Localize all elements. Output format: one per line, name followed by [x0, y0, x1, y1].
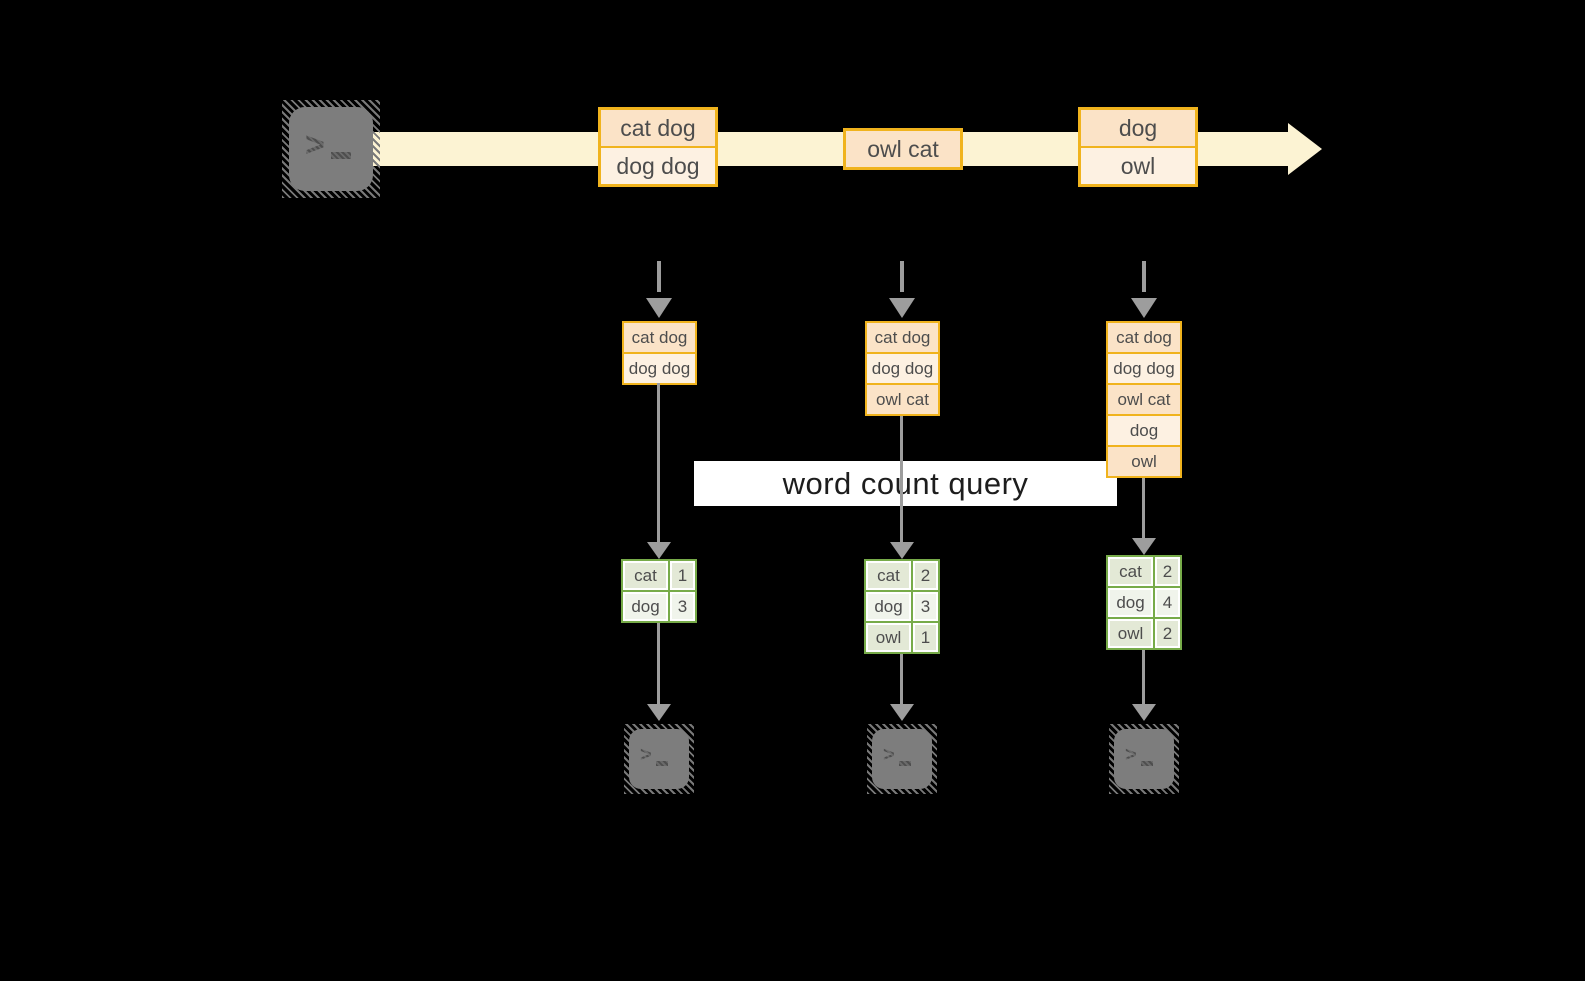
- stream-event-box-1: cat dog dog dog: [598, 107, 718, 187]
- count-cell: 1: [913, 623, 938, 652]
- trigger-arrow-dash: [900, 261, 904, 292]
- terminal-screen: >: [872, 729, 932, 789]
- buffer-row: owl cat: [1108, 385, 1180, 414]
- output-arrow-line: [1142, 650, 1145, 704]
- input-buffer-1: cat dog dog dog: [622, 321, 697, 385]
- word-cell: dog: [623, 592, 668, 621]
- event-line: owl: [1081, 148, 1195, 184]
- terminal-screen: >: [1114, 729, 1174, 789]
- stream-event-box-2: owl cat: [843, 128, 963, 170]
- terminal-cursor-icon: [898, 760, 911, 766]
- terminal-prompt: >: [1125, 743, 1137, 766]
- word-cell: owl: [1108, 619, 1153, 648]
- word-cell: cat: [623, 561, 668, 590]
- trigger-arrow-dash: [1142, 261, 1146, 292]
- count-cell: 3: [670, 592, 695, 621]
- count-cell: 2: [1155, 619, 1180, 648]
- count-cell: 2: [913, 561, 938, 590]
- output-arrowhead-icon: [890, 704, 914, 721]
- output-arrow-line: [900, 654, 903, 704]
- buffer-row: dog dog: [867, 354, 938, 383]
- word-cell: cat: [866, 561, 911, 590]
- terminal-screen: >: [629, 729, 689, 789]
- buffer-row: dog: [1108, 416, 1180, 445]
- trigger-arrow-dash: [657, 261, 661, 292]
- query-arrowhead-icon: [890, 542, 914, 559]
- count-cell: 1: [670, 561, 695, 590]
- terminal-prompt: >: [640, 743, 652, 766]
- buffer-row: owl cat: [867, 385, 938, 414]
- buffer-row: cat dog: [1108, 323, 1180, 352]
- input-buffer-2: cat dog dog dog owl cat: [865, 321, 940, 416]
- output-terminal-icon: >: [867, 724, 937, 794]
- count-cell: 4: [1155, 588, 1180, 617]
- buffer-row: owl: [1108, 447, 1180, 476]
- trigger-arrowhead-icon: [1131, 298, 1157, 318]
- word-cell: dog: [1108, 588, 1153, 617]
- output-terminal-icon: >: [1109, 724, 1179, 794]
- terminal-cursor-icon: [330, 151, 351, 159]
- terminal-cursor-icon: [1140, 760, 1153, 766]
- output-arrowhead-icon: [1132, 704, 1156, 721]
- stream-event-box-3: dog owl: [1078, 107, 1198, 187]
- output-terminal-icon: >: [624, 724, 694, 794]
- query-arrow-line: [900, 416, 903, 543]
- stream-arrowhead-icon: [1288, 123, 1322, 175]
- word-cell: cat: [1108, 557, 1153, 586]
- query-arrowhead-icon: [647, 542, 671, 559]
- query-arrowhead-icon: [1132, 538, 1156, 555]
- word-cell: dog: [866, 592, 911, 621]
- count-cell: 3: [913, 592, 938, 621]
- query-arrow-line: [657, 383, 660, 543]
- result-table-3: cat 2 dog 4 owl 2: [1106, 555, 1182, 650]
- input-buffer-3: cat dog dog dog owl cat dog owl: [1106, 321, 1182, 478]
- event-line: dog dog: [601, 148, 715, 184]
- event-line: dog: [1081, 110, 1195, 146]
- output-arrow-line: [657, 623, 660, 704]
- count-cell: 2: [1155, 557, 1180, 586]
- query-label: word count query: [782, 465, 1029, 501]
- word-cell: owl: [866, 623, 911, 652]
- terminal-cursor-icon: [655, 760, 668, 766]
- buffer-row: cat dog: [624, 323, 695, 352]
- buffer-row: dog dog: [1108, 354, 1180, 383]
- terminal-prompt: >: [305, 125, 325, 164]
- terminal-screen: >: [289, 107, 373, 191]
- output-arrowhead-icon: [647, 704, 671, 721]
- result-table-1: cat 1 dog 3: [621, 559, 697, 623]
- buffer-row: cat dog: [867, 323, 938, 352]
- event-line: cat dog: [601, 110, 715, 146]
- trigger-arrowhead-icon: [889, 298, 915, 318]
- terminal-prompt: >: [883, 743, 895, 766]
- event-line: owl cat: [846, 131, 960, 167]
- query-label-bar: word count query: [694, 461, 1117, 506]
- trigger-arrowhead-icon: [646, 298, 672, 318]
- source-terminal-icon: >: [282, 100, 380, 198]
- result-table-2: cat 2 dog 3 owl 1: [864, 559, 940, 654]
- query-arrow-line: [1142, 478, 1145, 539]
- buffer-row: dog dog: [624, 354, 695, 383]
